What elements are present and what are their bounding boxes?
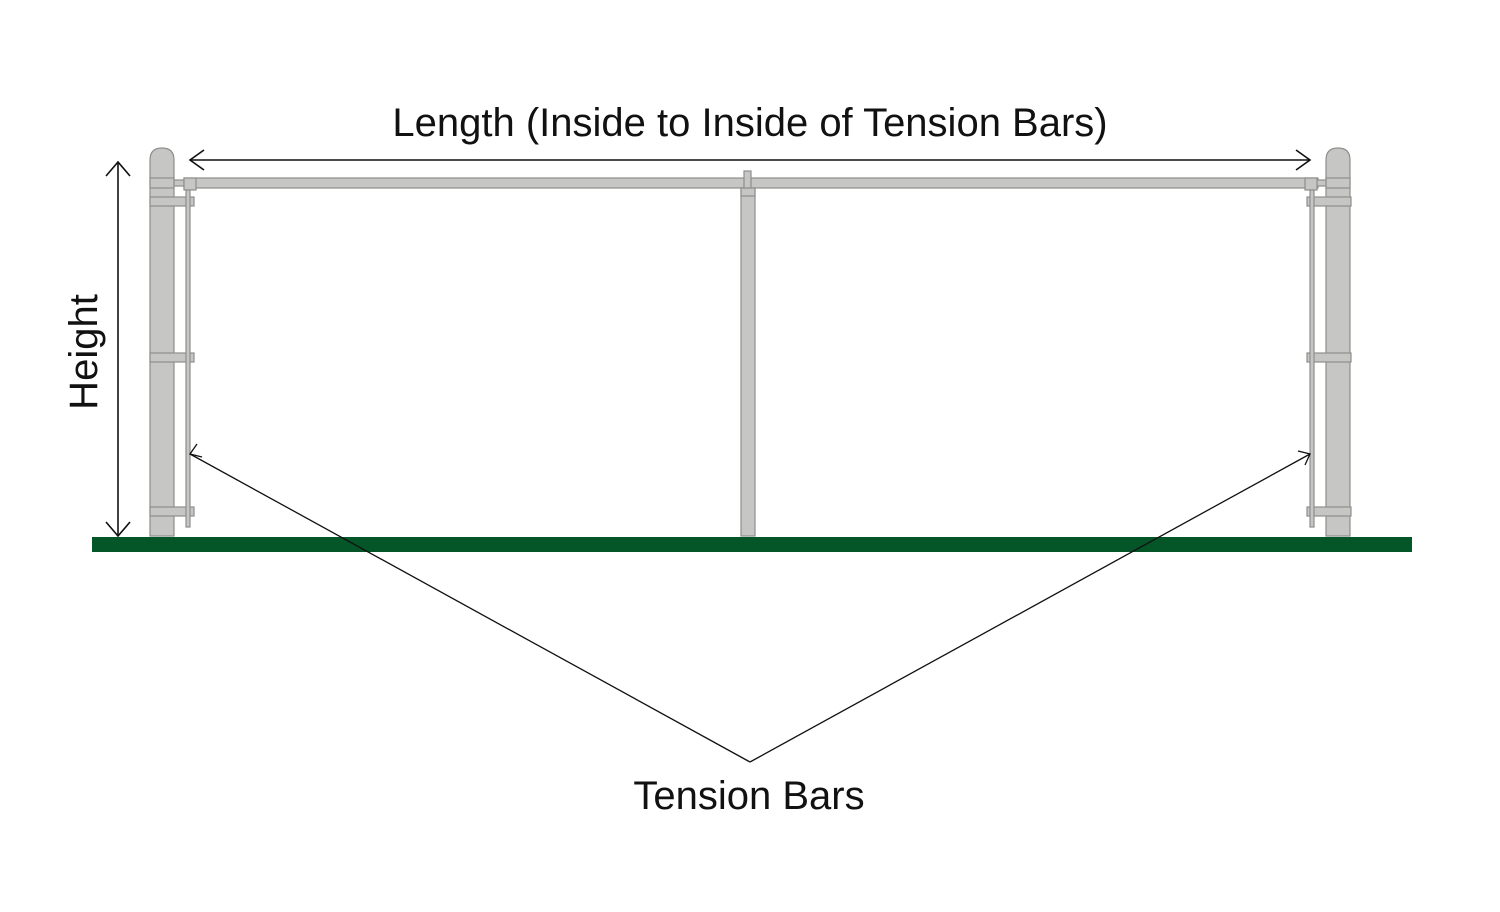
tension-bars-label: Tension Bars [633, 774, 864, 818]
length-dimension-arrow [188, 149, 1312, 171]
right-terminal-post [1306, 147, 1352, 537]
length-label: Length (Inside to Inside of Tension Bars… [392, 101, 1107, 145]
height-dimension-arrow [105, 160, 131, 538]
left-terminal-post [149, 147, 195, 537]
tension-bars-leader-lines [188, 443, 1311, 763]
line-post [740, 170, 756, 537]
right-tension-bar [1304, 177, 1318, 528]
ground [92, 537, 1412, 552]
left-tension-bar [183, 177, 197, 528]
height-label: Height [62, 294, 106, 410]
